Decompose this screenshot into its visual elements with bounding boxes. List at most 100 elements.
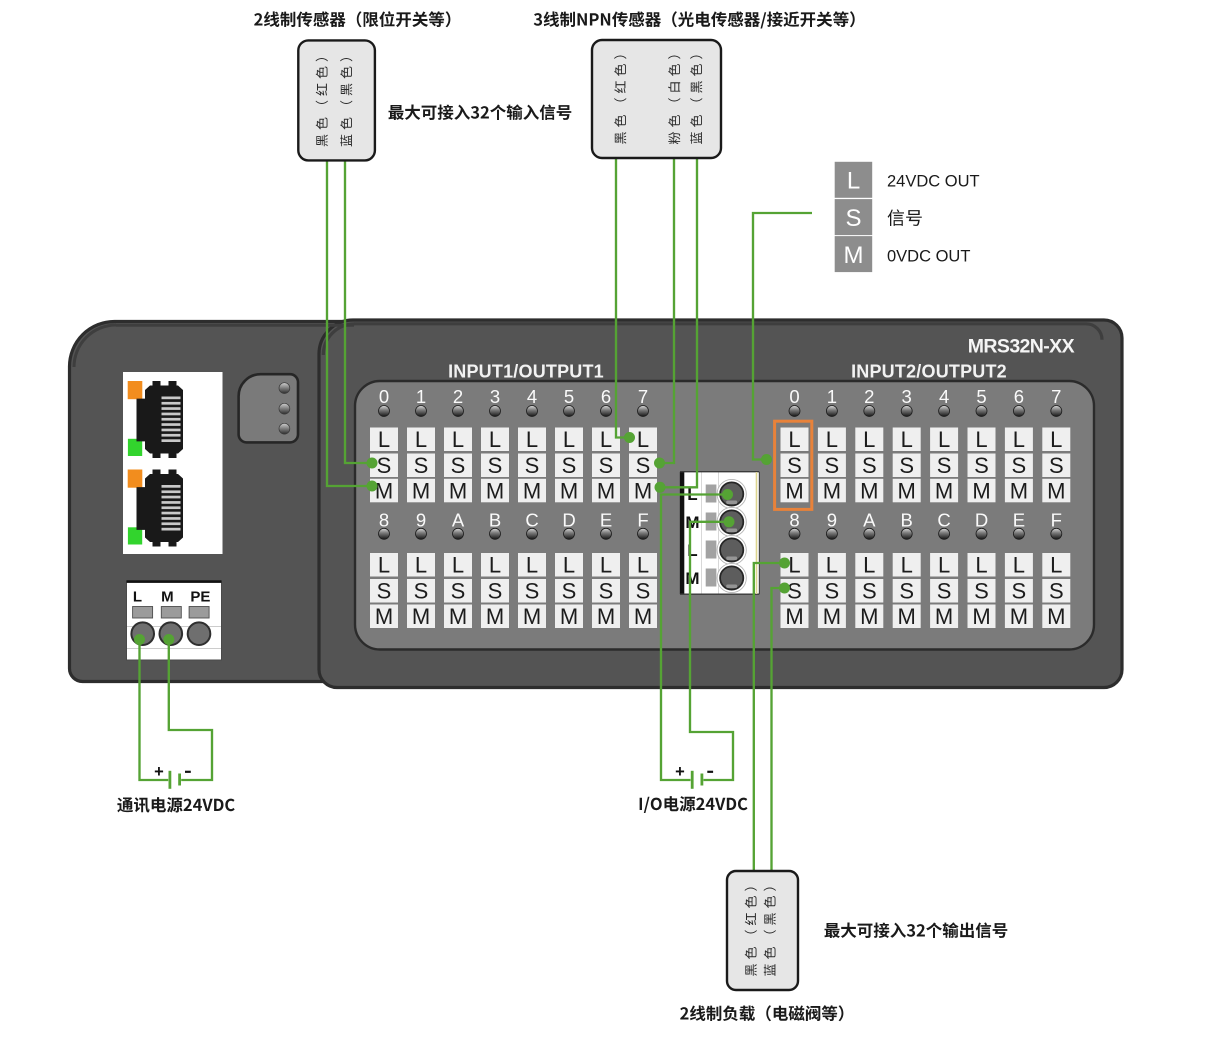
svg-text:S: S: [1049, 453, 1064, 478]
svg-text:L: L: [1050, 553, 1062, 578]
svg-text:S: S: [825, 579, 840, 604]
svg-text:7: 7: [638, 386, 648, 407]
svg-text:L: L: [600, 427, 612, 452]
svg-text:L: L: [1013, 427, 1025, 452]
svg-text:M: M: [972, 604, 990, 629]
svg-text:INPUT2/OUTPUT2: INPUT2/OUTPUT2: [851, 362, 1007, 382]
svg-text:L: L: [788, 427, 800, 452]
svg-text:B: B: [489, 510, 501, 531]
svg-text:M: M: [523, 604, 541, 629]
svg-text:S: S: [899, 579, 914, 604]
svg-text:4: 4: [527, 386, 537, 407]
svg-text:S: S: [414, 579, 429, 604]
svg-text:S: S: [488, 579, 503, 604]
svg-text:M: M: [486, 604, 504, 629]
svg-text:M: M: [412, 604, 430, 629]
svg-text:L: L: [847, 168, 860, 195]
svg-text:S: S: [636, 579, 651, 604]
svg-text:4: 4: [939, 386, 949, 407]
svg-text:L: L: [563, 427, 575, 452]
svg-text:L: L: [378, 427, 390, 452]
svg-text:S: S: [1012, 453, 1027, 478]
svg-text:S: S: [787, 453, 802, 478]
svg-text:S: S: [451, 579, 466, 604]
svg-text:L: L: [526, 553, 538, 578]
svg-text:S: S: [451, 453, 466, 478]
svg-text:7: 7: [1051, 386, 1061, 407]
svg-text:F: F: [1051, 510, 1062, 531]
svg-text:S: S: [525, 579, 540, 604]
svg-text:M: M: [898, 479, 916, 504]
svg-text:M: M: [597, 604, 615, 629]
svg-text:PE: PE: [190, 589, 210, 606]
svg-text:S: S: [562, 453, 577, 478]
svg-text:M: M: [634, 604, 652, 629]
svg-text:L: L: [975, 553, 987, 578]
svg-text:B: B: [901, 510, 913, 531]
svg-text:L: L: [687, 541, 697, 560]
svg-text:L: L: [526, 427, 538, 452]
svg-text:M: M: [560, 604, 578, 629]
svg-text:L: L: [826, 427, 838, 452]
svg-text:+: +: [675, 763, 685, 781]
svg-text:M: M: [560, 479, 578, 504]
svg-text:S: S: [488, 453, 503, 478]
svg-text:E: E: [600, 510, 612, 531]
svg-text:L: L: [133, 589, 142, 606]
svg-text:L: L: [489, 427, 501, 452]
svg-text:2: 2: [864, 386, 874, 407]
svg-text:S: S: [862, 579, 877, 604]
svg-text:M: M: [1010, 604, 1028, 629]
svg-text:M: M: [685, 569, 699, 588]
svg-text:S: S: [636, 453, 651, 478]
svg-text:L: L: [975, 427, 987, 452]
svg-text:3: 3: [902, 386, 912, 407]
svg-text:S: S: [599, 453, 614, 478]
svg-text:L: L: [1013, 553, 1025, 578]
svg-text:M: M: [375, 479, 393, 504]
svg-text:M: M: [449, 604, 467, 629]
svg-text:S: S: [1012, 579, 1027, 604]
svg-text:L: L: [826, 553, 838, 578]
svg-text:C: C: [937, 510, 950, 531]
svg-text:D: D: [562, 510, 575, 531]
svg-text:L: L: [901, 427, 913, 452]
svg-text:S: S: [974, 453, 989, 478]
svg-text:L: L: [489, 553, 501, 578]
svg-text:S: S: [787, 579, 802, 604]
svg-text:L: L: [415, 427, 427, 452]
svg-text:S: S: [377, 453, 392, 478]
svg-text:M: M: [161, 589, 174, 606]
svg-text:5: 5: [564, 386, 574, 407]
svg-text:L: L: [901, 553, 913, 578]
svg-text:L: L: [563, 553, 575, 578]
svg-text:0: 0: [379, 386, 389, 407]
svg-text:M: M: [860, 479, 878, 504]
svg-text:A: A: [863, 510, 876, 531]
svg-text:L: L: [1050, 427, 1062, 452]
svg-text:S: S: [974, 579, 989, 604]
svg-text:L: L: [415, 553, 427, 578]
svg-text:E: E: [1013, 510, 1025, 531]
svg-text:M: M: [785, 604, 803, 629]
svg-text:M: M: [860, 604, 878, 629]
svg-text:L: L: [863, 553, 875, 578]
svg-text:S: S: [862, 453, 877, 478]
svg-text:6: 6: [1014, 386, 1024, 407]
svg-text:+: +: [154, 763, 164, 781]
svg-text:1: 1: [827, 386, 837, 407]
svg-text:L: L: [452, 427, 464, 452]
svg-text:S: S: [525, 453, 540, 478]
svg-text:L: L: [637, 427, 649, 452]
svg-text:M: M: [449, 479, 467, 504]
svg-text:M: M: [972, 479, 990, 504]
svg-text:M: M: [597, 479, 615, 504]
svg-text:L: L: [452, 553, 464, 578]
svg-text:S: S: [937, 579, 952, 604]
svg-text:D: D: [975, 510, 988, 531]
svg-text:MRS32N-XX: MRS32N-XX: [968, 336, 1075, 358]
svg-text:0VDC OUT: 0VDC OUT: [887, 247, 970, 265]
svg-text:M: M: [1047, 604, 1065, 629]
svg-text:M: M: [523, 479, 541, 504]
svg-text:M: M: [935, 479, 953, 504]
